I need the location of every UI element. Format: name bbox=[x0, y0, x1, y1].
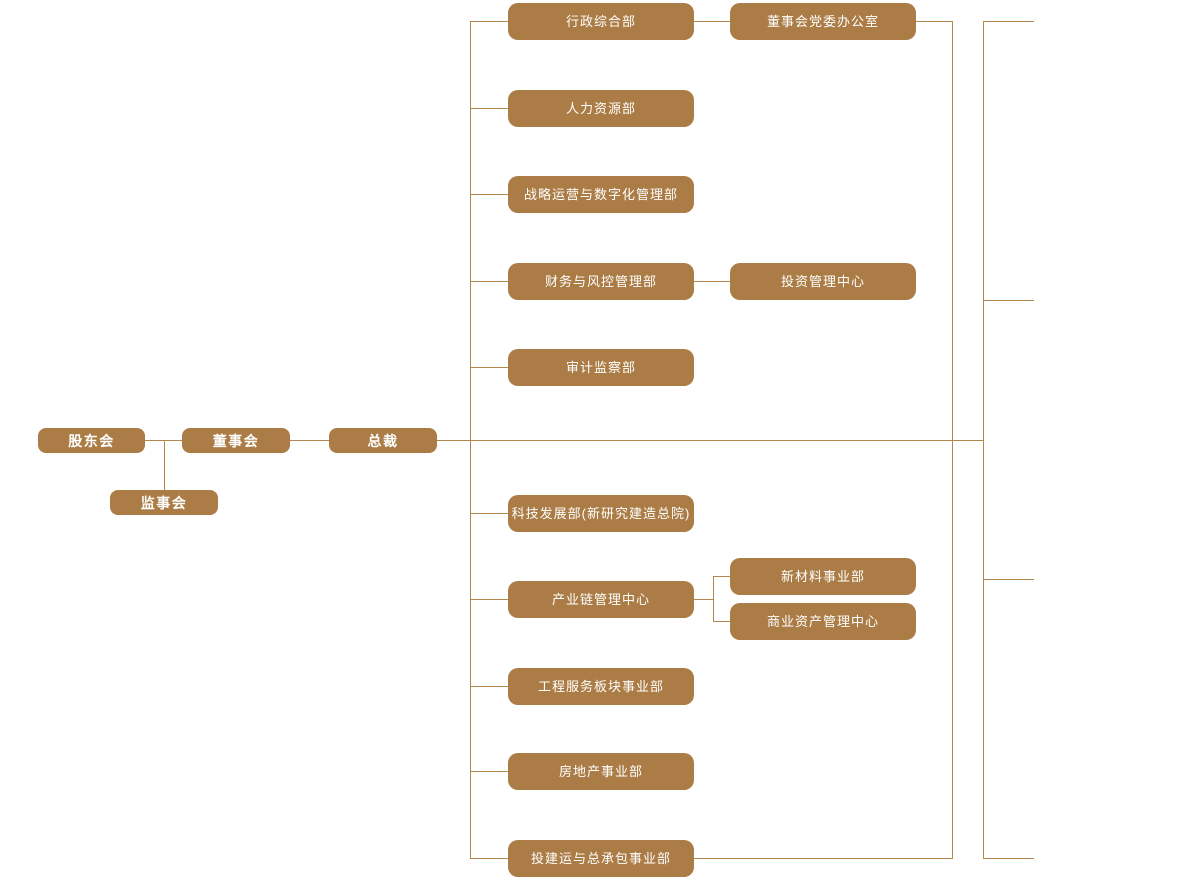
node-dept-investment-construction-epc: 投建运与总承包事业部 bbox=[508, 840, 694, 877]
connector-right-stub-2 bbox=[983, 300, 1034, 301]
connector-right-stub-4 bbox=[983, 858, 1034, 859]
connector-supervisory-drop bbox=[164, 440, 165, 490]
connector-industry-chain-elbow bbox=[713, 576, 714, 622]
connector-stub-commercial-assets bbox=[713, 621, 730, 622]
node-dept-engineering-services: 工程服务板块事业部 bbox=[508, 668, 694, 705]
connector-row-hr bbox=[470, 108, 508, 109]
connector-row-engineering bbox=[470, 686, 508, 687]
node-sub-board-party-office: 董事会党委办公室 bbox=[730, 3, 916, 40]
connector-row-tech bbox=[470, 513, 508, 514]
connector-row-real-estate bbox=[470, 771, 508, 772]
node-shareholders-meeting: 股东会 bbox=[38, 428, 145, 453]
connector-row-audit bbox=[470, 367, 508, 368]
node-dept-real-estate: 房地产事业部 bbox=[508, 753, 694, 790]
node-dept-audit-supervision: 审计监察部 bbox=[508, 349, 694, 386]
connector-rail-right-inner bbox=[952, 21, 953, 859]
connector-rail-departments bbox=[470, 21, 471, 859]
connector-right-stub-1 bbox=[983, 21, 1034, 22]
node-sub-new-materials: 新材料事业部 bbox=[730, 558, 916, 595]
connector-stub-new-materials bbox=[713, 576, 730, 577]
node-sub-commercial-asset-center: 商业资产管理中心 bbox=[730, 603, 916, 640]
node-dept-strategy-digital: 战略运营与数字化管理部 bbox=[508, 176, 694, 213]
node-board-of-directors: 董事会 bbox=[182, 428, 290, 453]
node-sub-investment-center: 投资管理中心 bbox=[730, 263, 916, 300]
node-dept-tech-development: 科技发展部(新研究建造总院) bbox=[508, 495, 694, 532]
connector-row-investment-epc bbox=[470, 858, 952, 859]
node-president: 总裁 bbox=[329, 428, 437, 453]
node-dept-human-resources: 人力资源部 bbox=[508, 90, 694, 127]
node-dept-admin-general: 行政综合部 bbox=[508, 3, 694, 40]
connector-row-strategy bbox=[470, 194, 508, 195]
connector-right-stub-3 bbox=[983, 579, 1034, 580]
connector-rail-right-outer bbox=[983, 21, 984, 859]
connector-trunk bbox=[145, 440, 983, 441]
connector-row-admin bbox=[470, 21, 952, 22]
node-supervisory-board: 监事会 bbox=[110, 490, 218, 515]
node-dept-industry-chain-center: 产业链管理中心 bbox=[508, 581, 694, 618]
node-dept-finance-risk: 财务与风控管理部 bbox=[508, 263, 694, 300]
